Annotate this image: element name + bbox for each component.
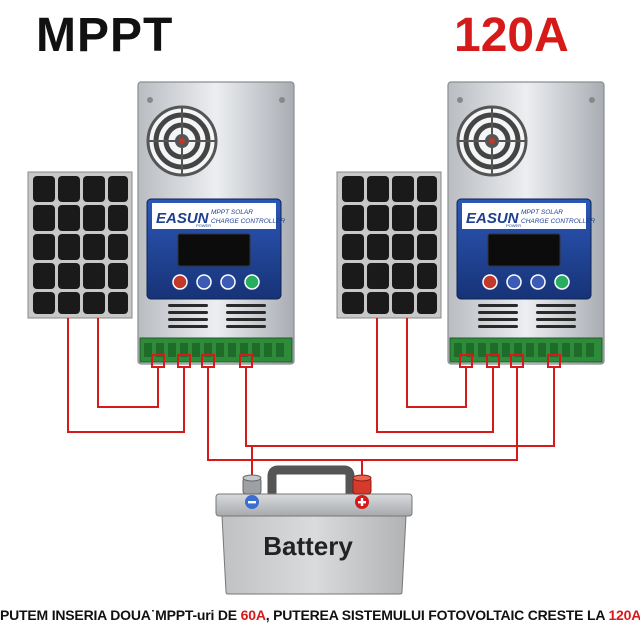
esc-button-icon — [482, 274, 498, 290]
battery-label: Battery — [263, 531, 353, 561]
minus-terminal-icon — [242, 474, 262, 509]
down-button-icon — [220, 274, 236, 290]
title-120a: 120A — [454, 9, 569, 62]
plus-terminal-icon — [352, 474, 372, 509]
vents — [478, 304, 576, 328]
controller-brand-sub: POWER — [506, 223, 521, 228]
caption-part2: , PUTEREA SISTEMULUI FOTOVOLTAIC CRESTE … — [265, 607, 609, 623]
solar-panel-icon — [342, 176, 437, 314]
down-button-icon — [530, 274, 546, 290]
vents — [168, 304, 266, 328]
enter-button-icon — [554, 274, 570, 290]
solar-panel-left — [27, 171, 133, 319]
controller-line2: CHARGE CONTROLLER — [211, 218, 285, 225]
solar-panel-icon — [33, 176, 128, 314]
controller-brand-sub: POWER — [196, 223, 211, 228]
controller-buttons — [172, 274, 260, 290]
wires — [67, 318, 561, 481]
solar-panel-right — [336, 171, 442, 319]
battery-icon: Battery — [215, 465, 413, 595]
caption-part1: PUTEM INSERIA DOUA˙MPPT-uri DE — [0, 607, 241, 623]
controller-line1: MPPT SOLAR — [521, 209, 563, 216]
caption-text: PUTEM INSERIA DOUA˙MPPT-uri DE 60A, PUTE… — [0, 607, 640, 623]
controller-buttons — [482, 274, 570, 290]
esc-button-icon — [172, 274, 188, 290]
mppt-controller-left: EASUN POWER MPPT SOLAR CHARGE CONTROLLER — [137, 81, 295, 365]
caption-highlight-120a: 120A — [608, 607, 640, 623]
fan-icon — [146, 105, 218, 177]
up-button-icon — [506, 274, 522, 290]
lcd-screen — [487, 233, 561, 267]
mppt-controller-right: EASUN POWER MPPT SOLAR CHARGE CONTROLLER — [447, 81, 605, 365]
lcd-screen — [177, 233, 251, 267]
controller-line2: CHARGE CONTROLLER — [521, 218, 595, 225]
controller-line1: MPPT SOLAR — [211, 209, 253, 216]
up-button-icon — [196, 274, 212, 290]
fan-icon — [456, 105, 528, 177]
caption-highlight-60a: 60A — [240, 607, 266, 623]
controller-brand: EASUN — [466, 210, 520, 227]
enter-button-icon — [244, 274, 260, 290]
title-mppt: MPPT — [36, 9, 174, 62]
controller-brand: EASUN — [156, 210, 210, 227]
